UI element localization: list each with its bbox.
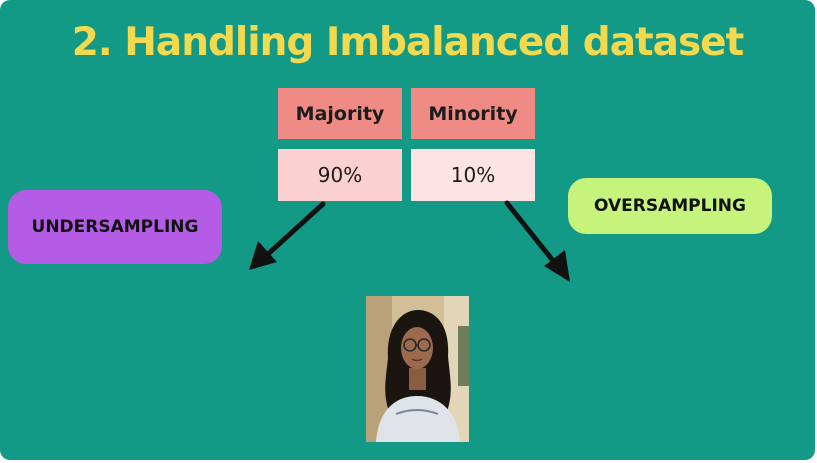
presenter-image xyxy=(366,296,469,442)
arrow-down-right-icon xyxy=(504,200,570,282)
slide-title: 2. Handling Imbalanced dataset xyxy=(71,20,745,65)
presenter-video-thumbnail xyxy=(366,296,469,442)
majority-value: 90% xyxy=(278,149,402,201)
minority-header: Minority xyxy=(411,88,535,139)
undersampling-label: UNDERSAMPLING xyxy=(8,190,222,264)
oversampling-label: OVERSAMPLING xyxy=(568,178,772,234)
minority-value: 10% xyxy=(411,149,535,201)
majority-header: Majority xyxy=(278,88,402,139)
arrow-down-left-icon xyxy=(249,201,326,270)
